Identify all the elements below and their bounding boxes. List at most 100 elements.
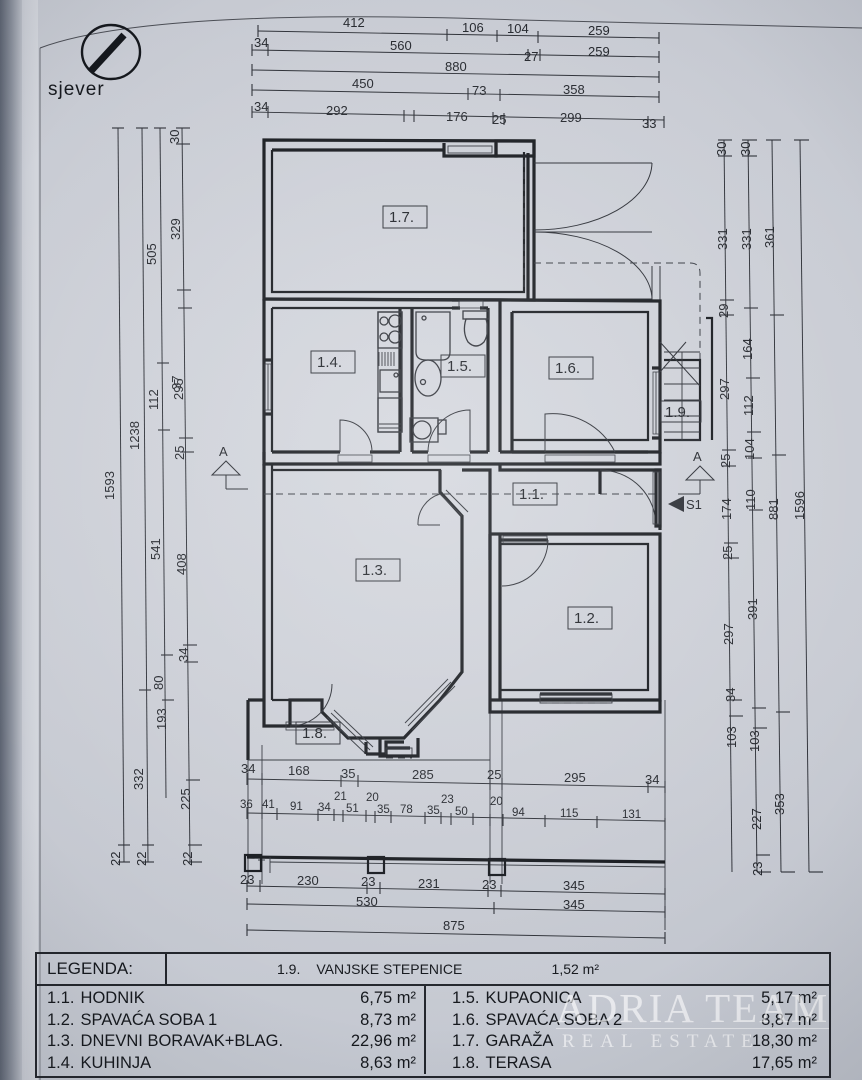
svg-text:36: 36 xyxy=(240,799,253,811)
svg-text:1.9.: 1.9. xyxy=(665,404,690,421)
room-middle-band-walls xyxy=(262,297,662,466)
svg-text:1.2.: 1.2. xyxy=(574,610,599,627)
legend-item-area: 6,75 m² xyxy=(360,989,416,1007)
svg-text:505: 505 xyxy=(144,243,159,265)
left-dimension-text: 1593 22 1238 332 22 505 112 541 80 193 3… xyxy=(102,130,195,866)
svg-text:174: 174 xyxy=(719,498,734,520)
svg-text:25: 25 xyxy=(720,546,735,560)
svg-text:1.4.: 1.4. xyxy=(317,354,342,371)
svg-text:353: 353 xyxy=(772,793,787,815)
top-dimension-text: 412 106 104 259 34 560 27 259 880 450 73… xyxy=(254,15,656,131)
legend-header-row: LEGENDA: 1.9. VANJSKE STEPENICE 1,52 m² xyxy=(37,954,829,986)
svg-text:23: 23 xyxy=(441,794,454,806)
svg-text:1593: 1593 xyxy=(102,471,117,500)
legend-title: LEGENDA: xyxy=(37,954,167,984)
svg-text:1.8.: 1.8. xyxy=(302,725,327,742)
room-label-1-3: 1.3. xyxy=(355,558,401,582)
legend-extra-id: 1.9. xyxy=(277,961,301,977)
svg-text:231: 231 xyxy=(418,876,440,891)
svg-text:1238: 1238 xyxy=(127,421,142,450)
svg-text:361: 361 xyxy=(762,226,777,248)
legend-extra-name: VANJSKE STEPENICE xyxy=(316,961,463,977)
svg-text:345: 345 xyxy=(563,878,585,893)
svg-text:295: 295 xyxy=(564,770,586,785)
svg-text:1.6.: 1.6. xyxy=(555,360,580,377)
svg-text:875: 875 xyxy=(443,918,465,933)
svg-text:21: 21 xyxy=(334,791,347,803)
legend-item-id: 1.1. xyxy=(47,989,75,1007)
view-label-s1: S1 xyxy=(686,497,702,512)
svg-text:259: 259 xyxy=(588,23,610,38)
legend-item-area: 17,65 m² xyxy=(751,1053,817,1072)
legend-item-name: TERASA xyxy=(485,1053,552,1072)
legend-column-left: 1.1. HODNIK 6,75 m² 1.2. SPAVAĆA SOBA 1 … xyxy=(37,986,424,1074)
svg-text:41: 41 xyxy=(262,799,275,811)
legend-item-id: 1.6. xyxy=(452,1010,480,1029)
svg-text:112: 112 xyxy=(741,395,756,416)
svg-text:259: 259 xyxy=(588,44,610,59)
svg-text:1.7.: 1.7. xyxy=(389,209,414,226)
svg-text:131: 131 xyxy=(622,809,641,821)
right-dimension-text: 30 331 29 297 25 174 25 297 34 103 30 33… xyxy=(714,142,807,876)
svg-text:412: 412 xyxy=(343,15,365,30)
legend-item-area: 8,73 m² xyxy=(360,1010,416,1029)
legend-item: 1.4. KUHINJA 8,63 m² xyxy=(47,1053,416,1075)
svg-text:1596: 1596 xyxy=(792,491,807,520)
svg-text:23: 23 xyxy=(240,872,254,887)
svg-text:285: 285 xyxy=(412,767,434,782)
pergola-strip xyxy=(243,853,666,877)
north-arrow-icon xyxy=(80,23,142,81)
section-marker-left: A xyxy=(210,444,248,490)
legend-item-id: 1.4. xyxy=(47,1053,75,1072)
bathroom-fixtures-icon xyxy=(409,310,490,443)
legend-item-id: 1.7. xyxy=(452,1032,480,1050)
svg-text:168: 168 xyxy=(288,763,310,778)
svg-text:193: 193 xyxy=(154,708,169,730)
svg-text:34: 34 xyxy=(254,35,268,50)
legend-item-area: 8,87 m² xyxy=(761,1010,817,1029)
legend-item: 1.5. KUPAONICA 5,17 m² xyxy=(452,988,821,1010)
legend-column-right: 1.5. KUPAONICA 5,17 m² 1.6. SPAVAĆA SOBA… xyxy=(424,986,829,1074)
svg-text:225: 225 xyxy=(178,788,193,810)
section-marker-right: A xyxy=(678,449,716,495)
svg-text:112: 112 xyxy=(146,389,161,410)
legend-columns: 1.1. HODNIK 6,75 m² 1.2. SPAVAĆA SOBA 1 … xyxy=(37,986,829,1074)
legend-item-name: KUHINJA xyxy=(80,1053,152,1072)
right-dimension-lines xyxy=(718,139,823,873)
legend-item-id: 1.5. xyxy=(452,989,480,1007)
svg-text:331: 331 xyxy=(739,228,754,250)
legend-item-name: SPAVAĆA SOBA 1 xyxy=(80,1010,218,1029)
svg-text:25: 25 xyxy=(172,446,187,460)
svg-text:560: 560 xyxy=(390,38,412,53)
svg-text:91: 91 xyxy=(290,801,303,813)
room-label-1-1: 1.1. xyxy=(512,482,558,506)
room-label-1-7: 1.7. xyxy=(382,205,428,229)
svg-text:23: 23 xyxy=(361,874,375,889)
svg-text:227: 227 xyxy=(749,808,764,830)
legend-extra-area: 1,52 m² xyxy=(551,961,599,977)
svg-text:25: 25 xyxy=(492,112,506,127)
svg-text:30: 30 xyxy=(714,142,729,156)
svg-text:292: 292 xyxy=(326,103,348,118)
svg-text:104: 104 xyxy=(507,21,529,36)
legend-item: 1.1. HODNIK 6,75 m² xyxy=(47,988,416,1010)
legend-item-area: 22,96 m² xyxy=(350,1032,416,1050)
legend-item-id: 1.3. xyxy=(47,1032,75,1050)
svg-text:1.1.: 1.1. xyxy=(519,486,544,503)
legend-item: 1.6. SPAVAĆA SOBA 2 8,87 m² xyxy=(452,1010,821,1032)
svg-text:106: 106 xyxy=(462,20,484,35)
svg-text:50: 50 xyxy=(455,806,468,818)
section-label-left: A xyxy=(219,444,228,459)
room-label-1-9: 1.9. xyxy=(660,400,702,423)
legend-item-name: DNEVNI BORAVAK+BLAG. xyxy=(80,1032,284,1050)
legend-item-area: 8,63 m² xyxy=(360,1053,416,1072)
legend-item: 1.2. SPAVAĆA SOBA 1 8,73 m² xyxy=(47,1010,416,1032)
svg-text:34: 34 xyxy=(241,761,255,776)
legend-item: 1.3. DNEVNI BORAVAK+BLAG. 22,96 m² xyxy=(47,1031,416,1053)
svg-text:34: 34 xyxy=(254,99,268,114)
svg-text:34: 34 xyxy=(318,802,331,814)
svg-text:299: 299 xyxy=(560,110,582,125)
svg-text:20: 20 xyxy=(490,796,503,808)
room-label-1-6: 1.6. xyxy=(548,356,594,380)
